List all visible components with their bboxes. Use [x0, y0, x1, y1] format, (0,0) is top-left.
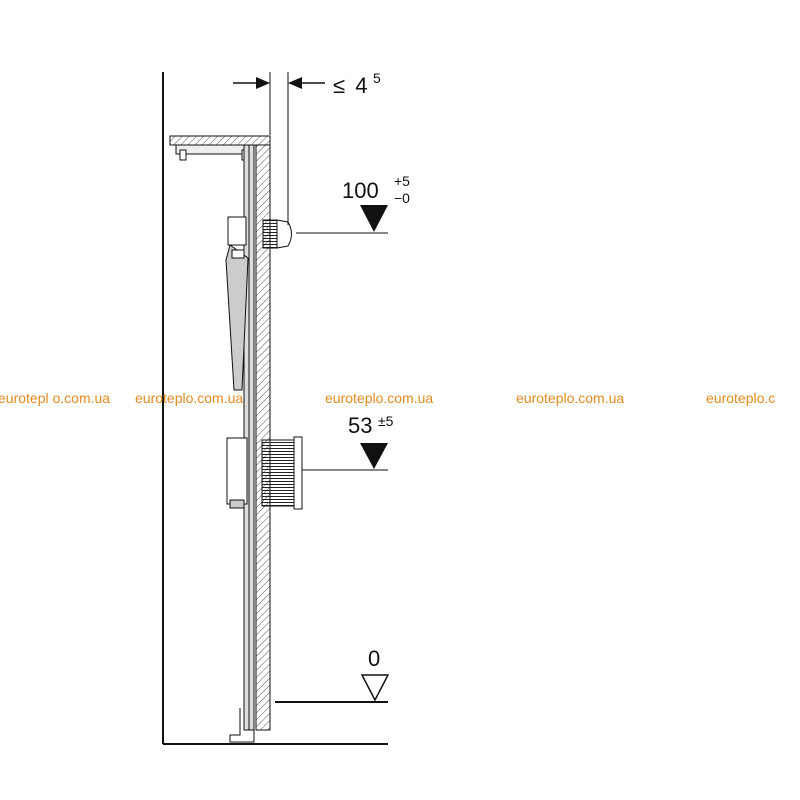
- top-plate: [169, 135, 271, 161]
- level-marker-mid: 53 ±5: [302, 413, 394, 471]
- level-top-value: 100: [342, 178, 379, 203]
- gap-superscript: 5: [373, 70, 381, 86]
- watermark: eurotepl o.com.ua euroteplo.com.ua eurot…: [0, 390, 775, 406]
- gap-value: 4: [355, 73, 367, 98]
- level-marker-floor: 0: [360, 646, 390, 702]
- wall-and-floor: [162, 72, 388, 745]
- outlet-pipe-lower: [226, 436, 303, 510]
- watermark-text: euroteplo.com.ua: [516, 390, 624, 406]
- watermark-text: eurotepl o.com.ua: [0, 390, 110, 406]
- flush-actuator-upper: [225, 216, 292, 391]
- level-marker-top: 100 +5 −0: [296, 173, 410, 234]
- gap-symbol: ≤: [333, 73, 345, 98]
- level-mid-value: 53: [348, 413, 372, 438]
- gap-dimension: ≤ 4 5: [233, 70, 381, 225]
- level-floor-value: 0: [368, 646, 380, 671]
- level-top-tol-minus: −0: [394, 190, 410, 206]
- watermark-text: euroteplo.c: [706, 390, 775, 406]
- level-mid-tol: ±5: [378, 413, 394, 429]
- level-top-tol-plus: +5: [394, 173, 410, 189]
- watermark-text: euroteplo.com.ua: [135, 390, 243, 406]
- svg-text:≤ 4: ≤ 4: [333, 73, 367, 98]
- front-panel: [255, 144, 271, 731]
- watermark-text: euroteplo.com.ua: [325, 390, 433, 406]
